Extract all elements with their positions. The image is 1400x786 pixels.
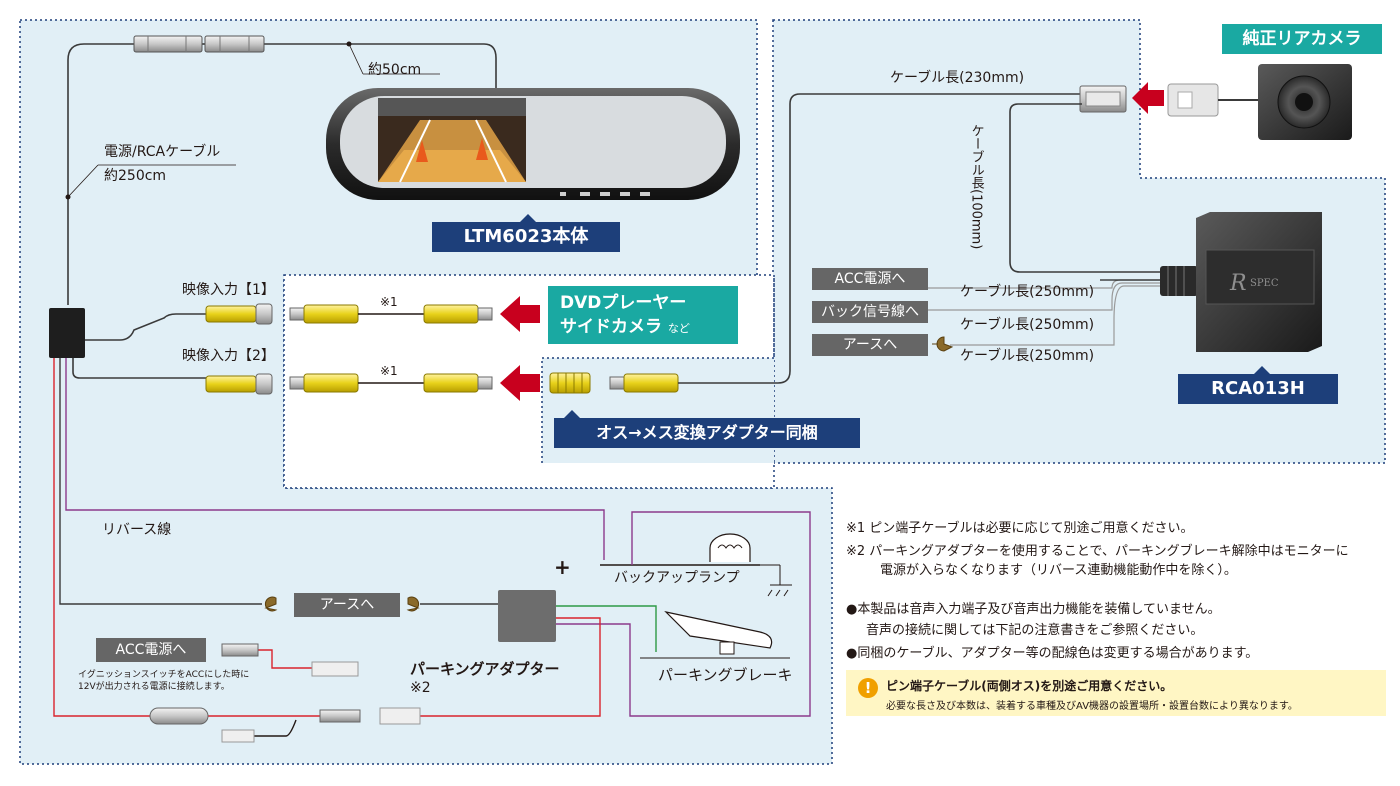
pin-cable-2 (289, 373, 493, 393)
tag-earth-bottom: アースへ (294, 593, 400, 617)
label-power-rca-1: 電源/RCAケーブル (104, 144, 221, 160)
warning-box: ! ピン端子ケーブル(両側オス)を別途ご用意ください。 必要な長さ及び本数は、装… (846, 670, 1386, 716)
warning-title: ピン端子ケーブル(両側オス)を別途ご用意ください。 (886, 679, 1173, 693)
rca013h-box: R SPEC (1160, 212, 1322, 352)
label-ign-note-1: イグニッションスイッチをACCにした時に (78, 670, 250, 680)
tag-earth-top: アースへ (812, 334, 928, 356)
label-mark1-a: ※1 (380, 295, 398, 309)
earth-terminal-icon (406, 596, 420, 612)
note-3a: ●本製品は音声入力端子及び音声出力機能を装備していません。 (846, 602, 1221, 617)
parking-brake-icon (640, 610, 790, 659)
tag-dvd-suffix: など (667, 322, 690, 335)
tag-dvd-player: DVDプレーヤー サイドカメラ など (548, 286, 738, 344)
note-2a: ※2 パーキングアダプターを使用することで、パーキングブレーキ解除中はモニターに (846, 544, 1349, 559)
arrow-left-icon (500, 365, 540, 401)
label-cable-230: ケーブル長(230mm) (890, 70, 1025, 86)
tag-back-signal: バック信号線へ (812, 301, 928, 323)
label-cable-250-b: ケーブル長(250mm) (960, 317, 1095, 333)
label-reverse: リバース線 (102, 522, 172, 538)
label-cable-250-a: ケーブル長(250mm) (960, 284, 1095, 300)
tag-dvd-line2-text: サイドカメラ (560, 317, 662, 337)
rca-female-input-1 (205, 303, 273, 325)
tag-dvd-line1: DVDプレーヤー (560, 293, 687, 313)
tag-acc-power-top: ACC電源へ (812, 268, 928, 290)
label-parking-adapter: パーキングアダプター (410, 660, 560, 678)
note-3b: 音声の接続に関しては下記の注意書きをご参照ください。 (866, 623, 1204, 638)
fuse-connector (149, 707, 421, 743)
label-mark1-b: ※1 (380, 364, 398, 378)
spec-logo: R (1229, 271, 1247, 296)
label-cable-50: 約50cm (368, 62, 422, 78)
pin-cable-1 (289, 304, 493, 324)
panel-left (19, 19, 833, 765)
label-power-rca-2: 約250cm (104, 168, 167, 184)
label-cable-250-c: ケーブル長(250mm) (960, 348, 1095, 364)
arrow-left-icon (500, 296, 540, 332)
arrow-left-icon (1132, 82, 1164, 114)
label-cable-100: ケーブル長(100mm) (968, 124, 984, 250)
parking-adapter-box (498, 590, 556, 642)
tag-dvd-line2: サイドカメラ など (560, 315, 738, 341)
junction-box (49, 308, 85, 358)
earth-terminal-icon (932, 336, 954, 352)
label-ign-note-2: 12Vが出力される電源に接続します。 (78, 682, 230, 692)
label-video-in-1: 映像入力【1】 (182, 282, 275, 298)
female-female-adapter (549, 372, 591, 394)
note-2b: 電源が入らなくなります（リバース連動機能動作中を除く）。 (880, 563, 1237, 578)
mirror-monitor (326, 88, 740, 200)
earth-terminal-icon (264, 596, 278, 612)
rca-female-input-2 (205, 373, 273, 395)
rca-cable-to-rca013h (609, 93, 1082, 393)
acc-connector (221, 643, 359, 677)
rear-camera (1258, 64, 1352, 140)
tag-adapter-included: オス→メス変換アダプター同梱 (554, 418, 860, 448)
note-1: ※1 ピン端子ケーブルは必要に応じて別途ご用意ください。 (846, 521, 1194, 536)
label-parking-adapter-note: ※2 (410, 680, 431, 696)
camera-connector (1009, 85, 1160, 273)
inline-connector-male (133, 35, 203, 53)
label-backup-lamp: バックアップランプ (614, 570, 740, 586)
tag-rear-camera: 純正リアカメラ (1222, 24, 1382, 54)
inline-connector-female (204, 35, 265, 53)
label-parking-brake: パーキングブレーキ (658, 666, 793, 684)
camera-plug (1167, 83, 1260, 117)
svg-text:SPEC: SPEC (1250, 278, 1279, 289)
tag-rca013h: RCA013H (1178, 374, 1338, 404)
tag-main-unit: LTM6023本体 (432, 222, 620, 252)
backup-lamp-icon (709, 533, 792, 597)
note-4: ●同梱のケーブル、アダプター等の配線色は変更する場合があります。 (846, 646, 1259, 661)
label-video-in-2: 映像入力【2】 (182, 348, 275, 364)
warning-body: 必要な長さ及び本数は、装着する車種及びAV機器の設置場所・設置台数により異なりま… (886, 701, 1298, 712)
warning-icon: ! (858, 678, 878, 698)
label-plus: + (554, 555, 571, 579)
tag-acc-power-bottom: ACC電源へ (96, 638, 206, 662)
